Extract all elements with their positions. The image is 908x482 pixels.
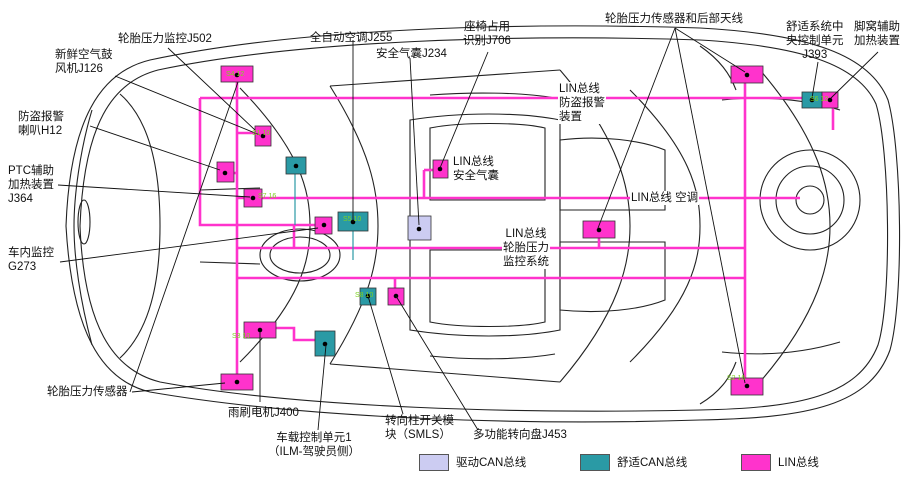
legend-swatch-comfort-can	[580, 454, 610, 471]
label-tire-sensor: 轮胎压力传感器	[47, 386, 128, 398]
label-tire-sensor-antenna: 轮胎压力传感器和后部天线	[605, 13, 743, 25]
leader-lines	[57, 27, 879, 431]
label-ilm: 车载控制单元1 （ILM-驾驶员侧）	[268, 432, 360, 458]
bus-label-lin-ac: LIN总线 空调	[630, 191, 700, 205]
label-j255: 全自动空调J255	[310, 32, 393, 44]
label-j400: 雨刷电机J400	[228, 407, 299, 419]
label-j502: 轮胎压力监控J502	[118, 33, 212, 45]
label-j706: 座椅占用 识别J706	[463, 21, 511, 47]
connector-code-c1: S4 12	[226, 71, 245, 78]
legend-swatch-drive-can	[419, 454, 449, 471]
bus-label-lin-alarm: LIN总线 防盗报警 装置	[558, 82, 606, 124]
label-j234: 安全气囊J234	[376, 48, 447, 60]
label-j393: 舒适系统中 央控制单元 J393	[786, 21, 844, 61]
connector-code-c5: S3 10	[232, 333, 251, 340]
label-aux-heater: 脚窝辅助 加热装置	[854, 21, 900, 47]
legend-label-lin: LIN总线	[778, 457, 819, 469]
label-h12: 防盗报警 喇叭H12	[18, 111, 64, 137]
car-outline	[65, 25, 901, 423]
label-j126: 新鲜空气鼓 风机J126	[55, 49, 113, 75]
legend-swatch-lin	[741, 454, 771, 471]
bus-label-lin-tpms: LIN总线 轮胎压力 监控系统	[502, 227, 550, 269]
lin-bus-lines	[198, 75, 835, 385]
connector-code-c7: S6 12	[810, 96, 829, 103]
legend-label-drive-can: 驱动CAN总线	[456, 457, 527, 469]
connector-code-c6: S2 16	[727, 375, 746, 382]
connector-code-c4: S5 10	[343, 216, 362, 223]
node-dots	[222, 72, 833, 389]
label-j364: PTC辅助 加热装置 J364	[8, 165, 54, 205]
connector-code-c8: S8 10	[355, 292, 374, 299]
connector-code-c3: S7 16	[258, 193, 277, 200]
connector-code-c2: S1 10	[252, 130, 271, 137]
legend-label-comfort-can: 舒适CAN总线	[617, 457, 688, 469]
label-g273: 车内监控 G273	[8, 247, 54, 273]
label-j453: 多功能转向盘J453	[473, 429, 567, 441]
bus-label-lin-airbag: LIN总线 安全气囊	[452, 155, 500, 183]
label-smls: 转向柱开关模 块（SMLS）	[385, 415, 454, 441]
